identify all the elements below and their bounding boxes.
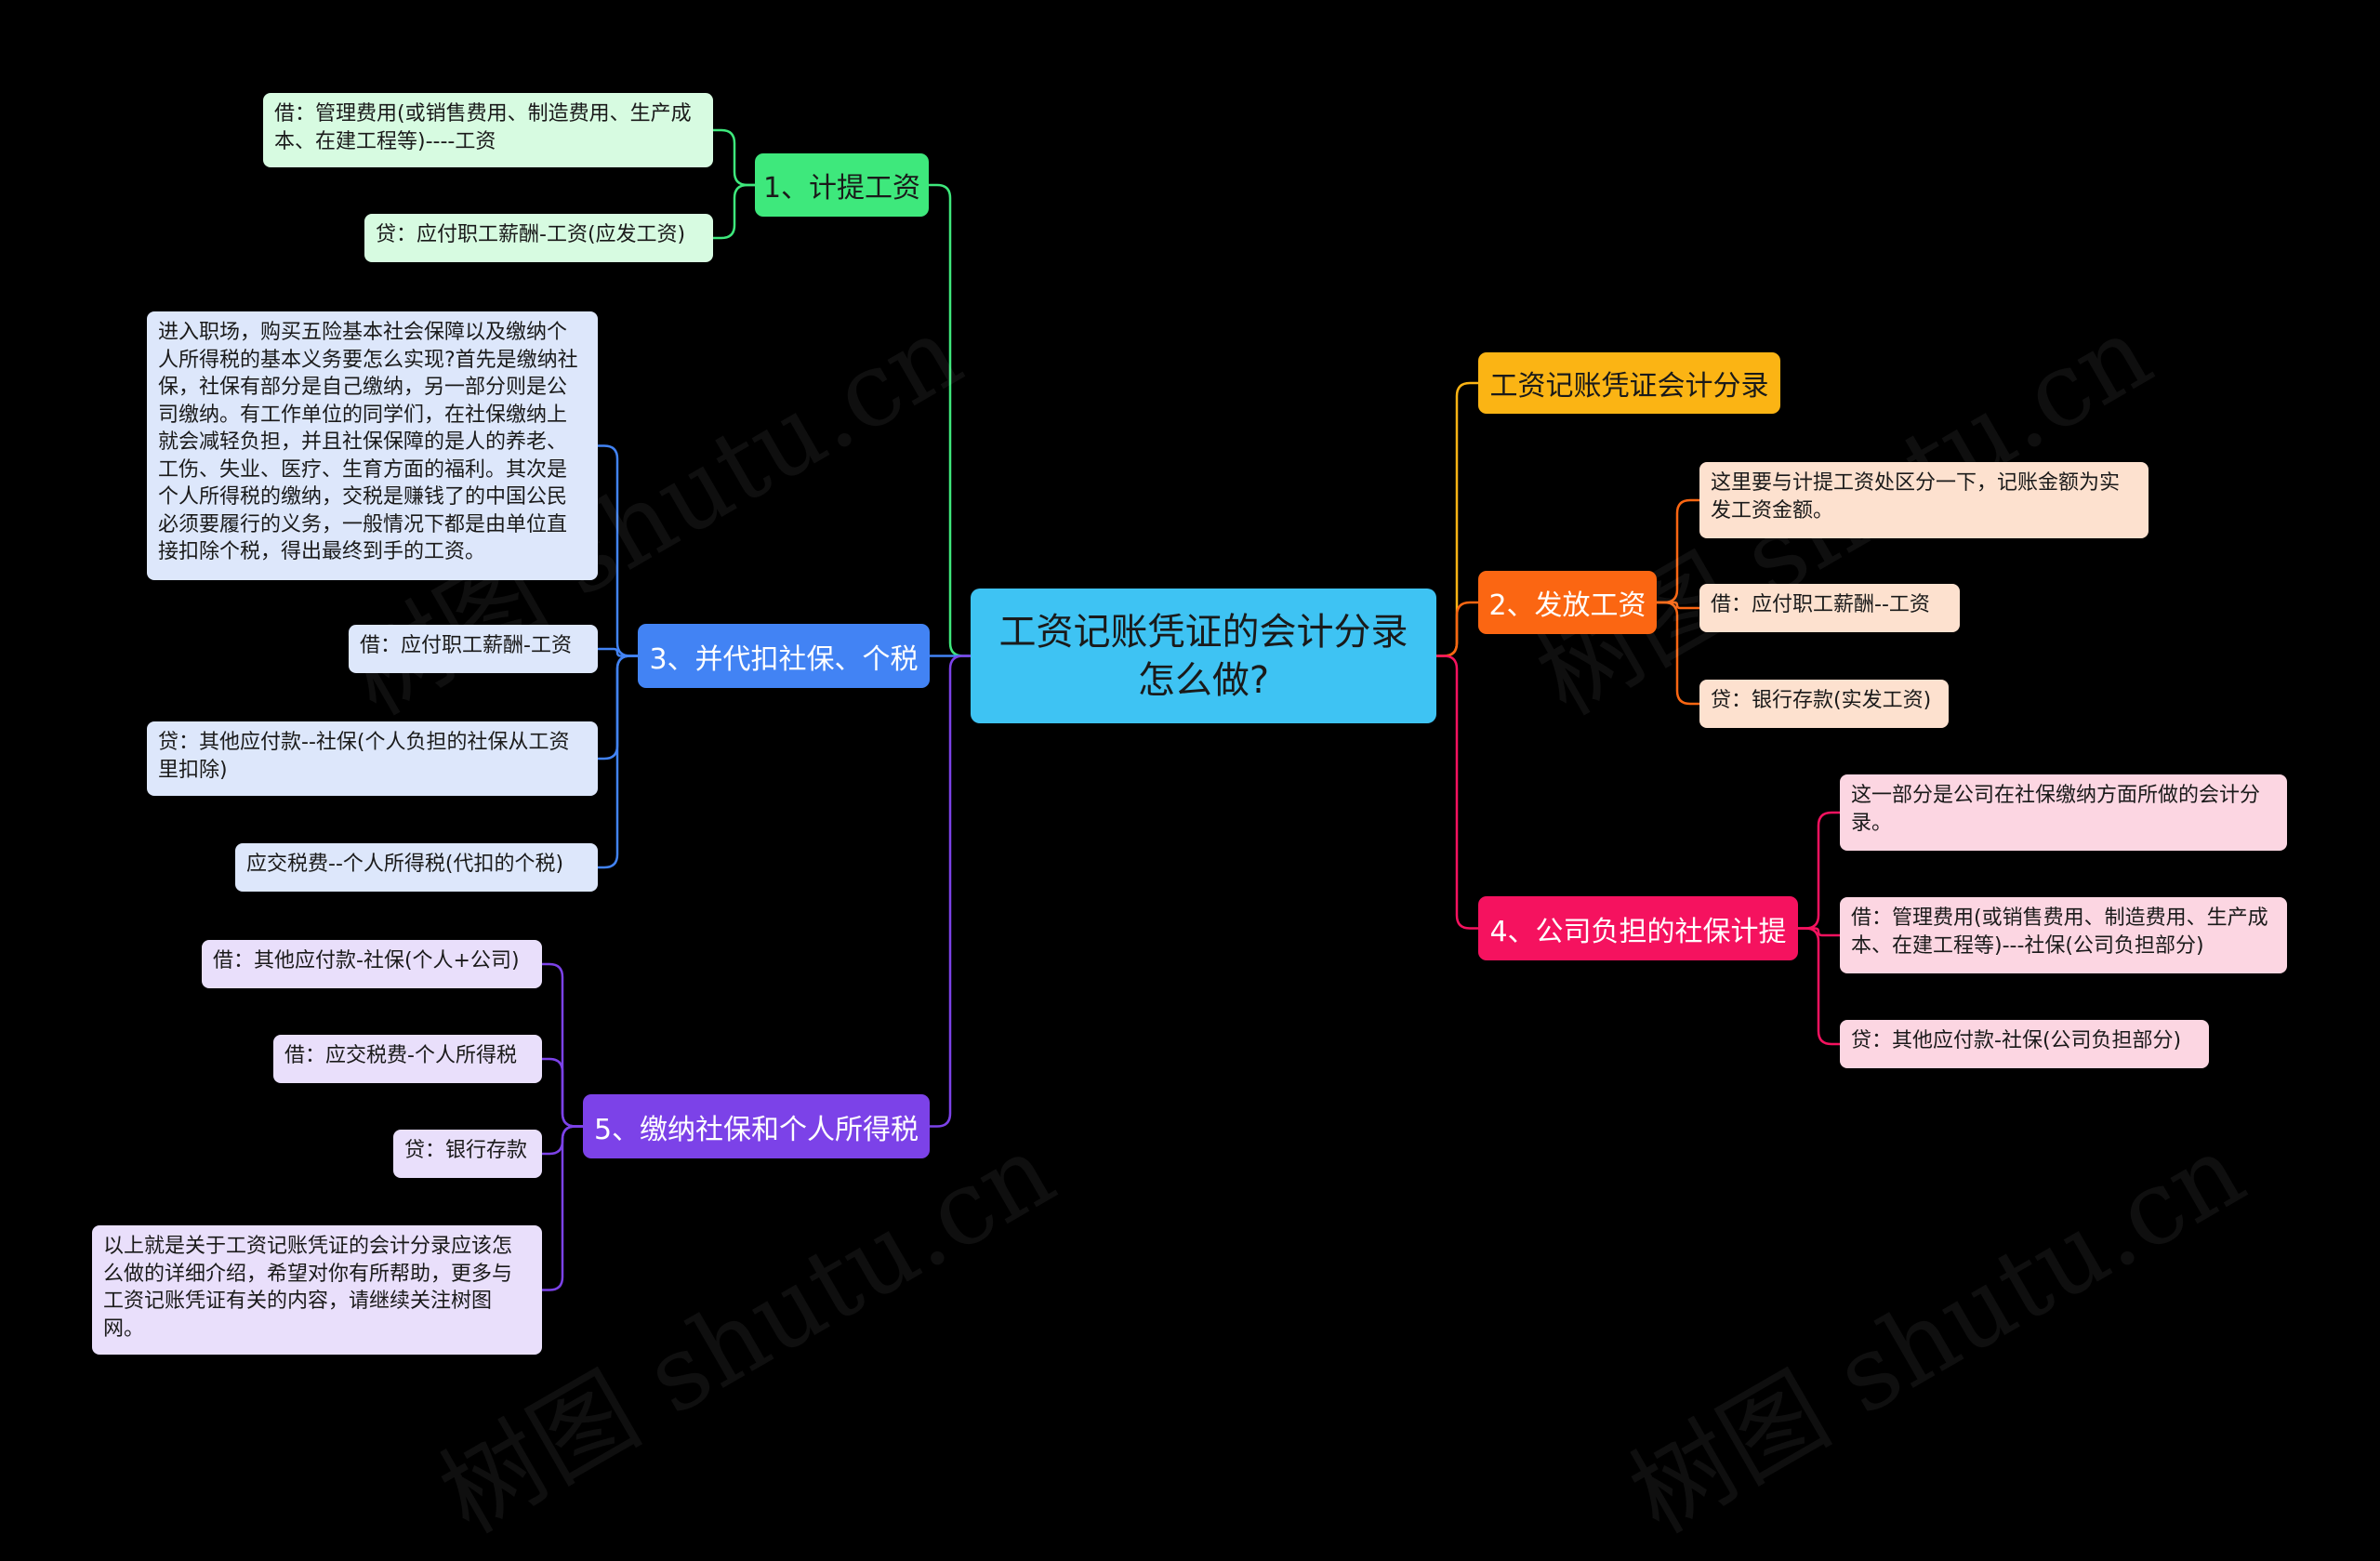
leaf-node-2-3[interactable]: 贷：银行存款(实发工资) (1699, 680, 1949, 728)
edge-b4-leaf-0 (1798, 811, 1840, 930)
leaf-node-1-2[interactable]: 贷：应付职工薪酬-工资(应发工资) (364, 214, 713, 262)
leaf-node-5-1[interactable]: 借：其他应付款-社保(个人+公司) (202, 940, 542, 988)
leaf-node-1-1[interactable]: 借：管理费用(或销售费用、制造费用、生产成本、在建工程等)----工资 (263, 93, 713, 167)
branch-node-2[interactable]: 2、发放工资 (1478, 571, 1657, 634)
edge-root-b4 (1436, 655, 1478, 930)
leaf-node-3-1[interactable]: 进入职场，购买五险基本社会保障以及缴纳个人所得税的基本义务要怎么实现?首先是缴纳… (147, 311, 598, 580)
leaf-node-3-2[interactable]: 借：应付职工薪酬-工资 (349, 625, 598, 673)
leaf-node-2-1[interactable]: 这里要与计提工资处区分一下，记账金额为实发工资金额。 (1699, 462, 2149, 538)
edge-b4-leaf-1 (1798, 927, 1840, 937)
branch-node-4[interactable]: 4、公司负担的社保计提 (1478, 896, 1798, 960)
edge-root-b1 (929, 183, 971, 657)
edge-b2-leaf-0 (1657, 498, 1699, 604)
branch-node-0[interactable]: 工资记账凭证会计分录 (1478, 352, 1780, 414)
edge-b3-leaf-0 (598, 444, 638, 657)
edge-b2-leaf-2 (1657, 601, 1699, 706)
edge-b5-leaf-3 (542, 1125, 583, 1291)
root-node[interactable]: 工资记账凭证的会计分录怎么做? (971, 589, 1436, 723)
edge-b5-leaf-1 (542, 1057, 583, 1128)
leaf-node-4-1[interactable]: 这一部分是公司在社保缴纳方面所做的会计分录。 (1840, 774, 2287, 851)
branch-node-3[interactable]: 3、并代扣社保、个税 (638, 624, 930, 688)
edge-b2-leaf-1 (1657, 601, 1699, 610)
leaf-node-4-2[interactable]: 借：管理费用(或销售费用、制造费用、生产成本、在建工程等)---社保(公司负担部… (1840, 897, 2287, 973)
leaf-node-5-4[interactable]: 以上就是关于工资记账凭证的会计分录应该怎么做的详细介绍，希望对你有所帮助，更多与… (92, 1225, 542, 1355)
leaf-node-3-3[interactable]: 贷：其他应付款--社保(个人负担的社保从工资里扣除) (147, 721, 598, 796)
branch-node-5[interactable]: 5、缴纳社保和个人所得税 (583, 1094, 930, 1158)
edge-b1-leaf-1 (713, 183, 755, 240)
leaf-node-4-3[interactable]: 贷：其他应付款-社保(公司负担部分) (1840, 1020, 2209, 1068)
edge-b1-leaf-0 (713, 128, 755, 187)
edge-b3-leaf-3 (598, 655, 638, 869)
edge-b4-leaf-2 (1798, 927, 1840, 1046)
edge-root-b2 (1436, 601, 1478, 657)
edge-b3-leaf-1 (598, 647, 638, 657)
connector-lines (542, 128, 1840, 1291)
leaf-node-5-2[interactable]: 借：应交税费-个人所得税 (273, 1035, 542, 1083)
branch-node-1[interactable]: 1、计提工资 (755, 153, 929, 217)
leaf-node-3-4[interactable]: 应交税费--个人所得税(代扣的个税) (235, 843, 598, 892)
leaf-node-5-3[interactable]: 贷：银行存款 (393, 1130, 542, 1178)
edge-root-b5 (930, 655, 971, 1128)
leaf-node-2-2[interactable]: 借：应付职工薪酬--工资 (1699, 584, 1960, 632)
